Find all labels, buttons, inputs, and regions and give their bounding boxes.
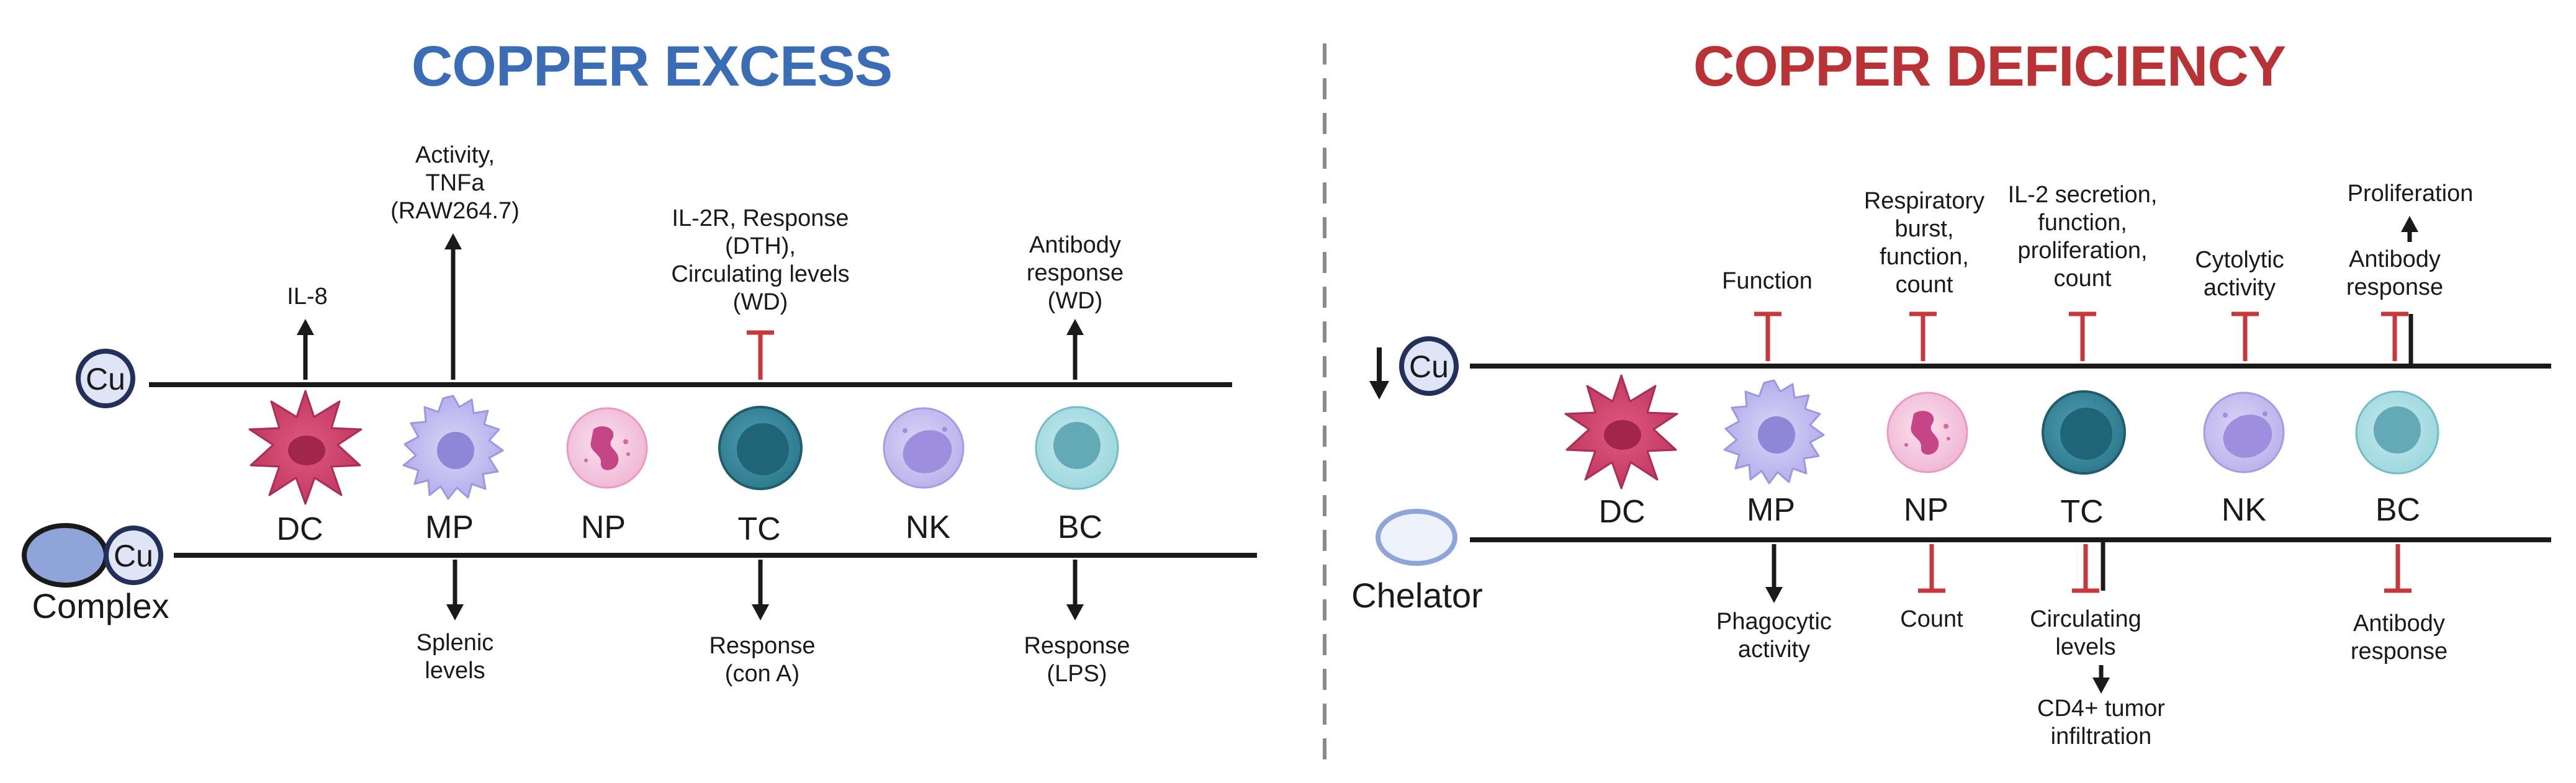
- excess-cell-nk: [883, 407, 965, 489]
- excess-note-bc: Antibody response (WD): [1026, 232, 1124, 314]
- deficiency-inhibit-np: [1909, 311, 1937, 361]
- excess-note-below-bc: Response (LPS): [1024, 633, 1130, 687]
- deficiency-note-nk: Cytolytic activity: [2195, 247, 2284, 301]
- excess-panel: Cu Cu: [22, 233, 1257, 620]
- deficiency-cu-symbol: Cu: [1399, 336, 1459, 396]
- deficiency-note-tc: IL-2 secretion, function, proliferation,…: [2007, 182, 2158, 292]
- deficiency-inhibit-nk: [2231, 311, 2259, 361]
- chelator-label: Chelator: [1351, 576, 1483, 615]
- chelator-symbol: [1376, 509, 1457, 566]
- excess-label-np: NP: [580, 509, 626, 545]
- deficiency-note-below-tc: Circulating levels: [2030, 606, 2141, 660]
- deficiency-inhibit-below-np: [1918, 544, 1945, 593]
- excess-note-tc: IL-2R, Response (DTH), Circulating level…: [671, 205, 850, 315]
- deficiency-note-below-np: Count: [1900, 606, 1963, 632]
- deficiency-label-nk: NK: [2221, 492, 2267, 528]
- deficiency-cell-np: [1886, 392, 1968, 473]
- deficiency-note-mp: Function: [1722, 268, 1813, 294]
- deficiency-cell-bc: [2355, 390, 2439, 475]
- excess-arrow-down-bc: [1066, 560, 1084, 620]
- excess-note-il8: IL-8: [287, 284, 328, 310]
- excess-label-nk: NK: [905, 509, 951, 545]
- excess-note-below-mp: Splenic levels: [416, 630, 494, 684]
- excess-arrow-il8: [297, 319, 314, 380]
- excess-cu-text: Cu: [86, 362, 125, 396]
- deficiency-note-np: Respiratory burst, function, count: [1863, 188, 1985, 298]
- excess-cu-symbol: Cu: [76, 349, 135, 408]
- deficiency-arrow-down-cd4: [2092, 665, 2110, 694]
- deficiency-panel: Cu: [1369, 216, 2551, 694]
- complex-cu-text: Cu: [114, 539, 153, 573]
- excess-arrow-down-tc: [752, 560, 769, 620]
- excess-note-below-tc: Response (con A): [709, 633, 816, 687]
- deficiency-note-proliferation: Proliferation: [2347, 181, 2474, 207]
- deficiency-cell-dc: [1564, 374, 1678, 490]
- deficiency-down-arrow: [1369, 347, 1389, 400]
- excess-arrow-down-mp: [446, 560, 464, 620]
- excess-cell-np: [566, 407, 648, 489]
- deficiency-label-dc: DC: [1598, 494, 1646, 530]
- deficiency-arrow-proliferation: [2401, 216, 2418, 242]
- deficiency-arrow-down-mp: [1765, 544, 1783, 603]
- deficiency-inhibit-bc: [2381, 311, 2413, 366]
- excess-cell-dc: [248, 390, 363, 505]
- excess-label-dc: DC: [276, 511, 323, 547]
- excess-label-tc: TC: [737, 511, 781, 547]
- excess-arrow-bc: [1066, 319, 1084, 380]
- deficiency-label-mp: MP: [1747, 492, 1795, 528]
- excess-cell-bc: [1035, 406, 1119, 490]
- deficiency-cu-text: Cu: [1409, 349, 1449, 384]
- deficiency-cell-tc: [2042, 390, 2126, 475]
- excess-arrow-mp: [444, 233, 462, 380]
- excess-label-mp: MP: [425, 509, 474, 545]
- complex-label: Complex: [32, 586, 169, 625]
- excess-title: COPPER EXCESS: [411, 35, 893, 98]
- excess-inhibit-tc: [747, 330, 774, 380]
- deficiency-label-tc: TC: [2060, 494, 2104, 530]
- deficiency-label-np: NP: [1903, 492, 1949, 528]
- deficiency-inhibit-below-bc: [2384, 544, 2412, 593]
- deficiency-note-bc: Antibody response: [2346, 246, 2444, 300]
- excess-cell-mp: [402, 395, 504, 500]
- complex-symbol: Cu: [22, 523, 163, 588]
- deficiency-label-bc: BC: [2375, 492, 2421, 528]
- excess-note-mp: Activity, TNFa (RAW264.7): [390, 142, 520, 224]
- excess-label-bc: BC: [1057, 509, 1103, 545]
- deficiency-cell-nk: [2203, 392, 2285, 473]
- deficiency-inhibit-mp: [1754, 311, 1781, 361]
- deficiency-note-below-mp: Phagocytic activity: [1716, 609, 1832, 663]
- deficiency-inhibit-below-tc: [2072, 540, 2105, 593]
- deficiency-inhibit-tc: [2069, 311, 2096, 361]
- deficiency-note-below-bc: Antibody response: [2350, 611, 2448, 664]
- excess-cell-tc: [718, 406, 803, 490]
- deficiency-note-below-cd4: CD4+ tumor infiltration: [2037, 696, 2165, 749]
- deficiency-title: COPPER DEFICIENCY: [1693, 35, 2286, 98]
- deficiency-cell-mp: [1723, 379, 1825, 485]
